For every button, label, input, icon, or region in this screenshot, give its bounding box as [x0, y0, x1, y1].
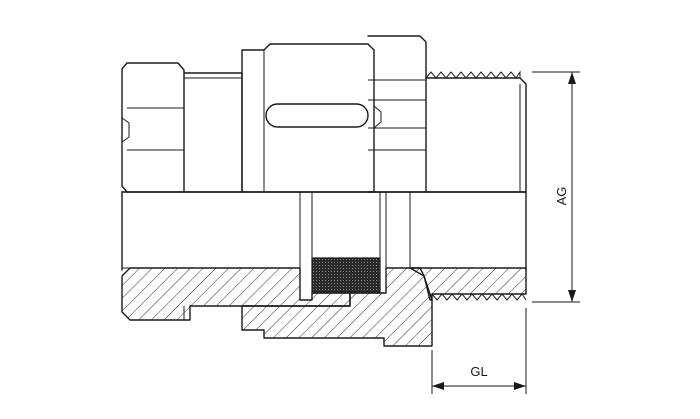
- threaded-end: [425, 77, 527, 193]
- gl-dimension: GL: [431, 308, 527, 394]
- right-hex-collar: [367, 35, 427, 193]
- upper-exterior-view: [121, 35, 527, 193]
- seal-ring: [311, 257, 381, 294]
- neck: [183, 72, 243, 193]
- thread-teeth-top: [425, 70, 521, 79]
- lower-section-view: [121, 191, 527, 347]
- ag-dimension: AG: [532, 71, 580, 303]
- inspection-slot: [265, 103, 369, 128]
- union-body: [241, 43, 375, 193]
- left-hex-nut: [121, 62, 185, 193]
- thread-teeth-bottom: [431, 293, 527, 301]
- body-section: [241, 267, 433, 347]
- gl-label: GL: [470, 364, 487, 379]
- ag-label: AG: [554, 187, 569, 206]
